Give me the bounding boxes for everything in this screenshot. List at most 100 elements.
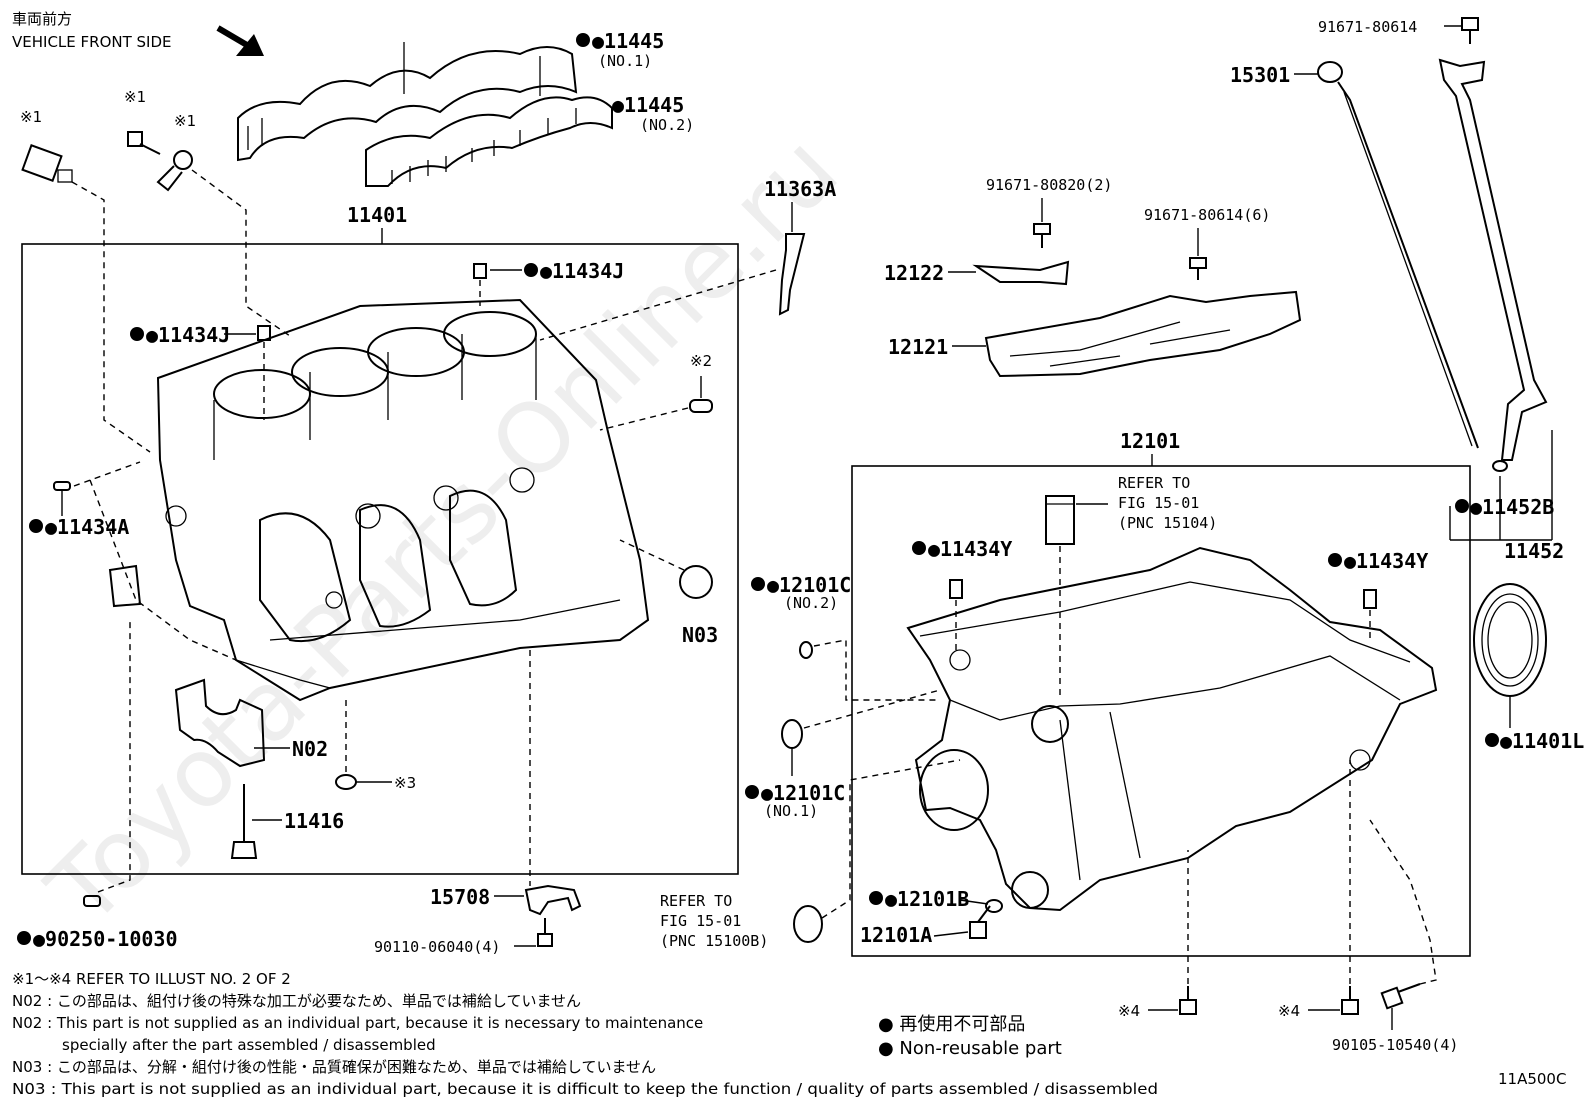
legend-jp: ● 再使用不可部品 bbox=[878, 1014, 1025, 1035]
dipstick-guide-11452-drawing bbox=[1438, 58, 1548, 472]
washer-12101b-icon bbox=[985, 899, 1003, 913]
front-label-en: VEHICLE FRONT SIDE bbox=[12, 33, 172, 51]
insulator-12121-drawing bbox=[984, 290, 1302, 378]
bullet-icon bbox=[29, 519, 43, 533]
label-11434y-right[interactable]: ●11434Y bbox=[1344, 549, 1428, 573]
note-line-4: specially after the part assembled / dis… bbox=[62, 1036, 436, 1054]
expansion-plug-n03-icon bbox=[679, 565, 713, 599]
label-12122[interactable]: 12122 bbox=[884, 261, 944, 285]
label-15301[interactable]: 15301 bbox=[1230, 63, 1290, 87]
mark-4-b: ※4 bbox=[1278, 1002, 1300, 1020]
watermark: Toyota-Parts-Online.ru bbox=[26, 114, 859, 947]
insulator-no2-drawing bbox=[365, 96, 613, 187]
note-line-6: N03 : This part is not supplied as an in… bbox=[12, 1080, 1158, 1098]
label-90105-10540[interactable]: 90105-10540(4) bbox=[1332, 1036, 1458, 1054]
dowel-pin-icon bbox=[689, 399, 713, 413]
label-91671-80820[interactable]: 91671-80820(2) bbox=[986, 176, 1112, 194]
bullet-icon bbox=[751, 577, 765, 591]
pin-11434y-left-icon bbox=[949, 579, 963, 599]
label-12101a[interactable]: 12101A bbox=[860, 923, 932, 947]
label-11401[interactable]: 11401 bbox=[347, 203, 407, 227]
bolt-90110-icon bbox=[537, 918, 553, 947]
label-12101c-no1[interactable]: ●12101C bbox=[761, 781, 845, 805]
refer-15104-line2: FIG 15-01 bbox=[1118, 494, 1199, 512]
label-11434j-upper[interactable]: ●11434J bbox=[540, 259, 624, 283]
knock-sensor-icon bbox=[21, 144, 73, 183]
drain-plug-12101a-icon bbox=[969, 905, 991, 939]
note-line-2: N02 : この部品は、組付け後の特殊な加工が必要なため、単品では補給していませ… bbox=[12, 992, 581, 1010]
mark-3: ※3 bbox=[394, 774, 416, 792]
dipstick-15301-drawing bbox=[1317, 61, 1479, 449]
bolt-91671-80614-icon bbox=[1461, 17, 1479, 44]
pin-90250-icon bbox=[83, 895, 101, 907]
pin-11434a-icon bbox=[53, 481, 71, 491]
label-90110-06040[interactable]: 90110-06040(4) bbox=[374, 938, 500, 956]
label-11401l[interactable]: ●11401L bbox=[1500, 729, 1584, 753]
mark-1-a: ※1 bbox=[20, 108, 42, 126]
bullet-icon bbox=[524, 263, 538, 277]
bullet-icon bbox=[745, 785, 759, 799]
oil-pressure-switch-icon bbox=[156, 150, 193, 192]
label-91671-80614-6[interactable]: 91671-80614(6) bbox=[1144, 206, 1270, 224]
bracket-11363a-drawing bbox=[778, 233, 806, 316]
cylinder-block-drawing bbox=[108, 298, 650, 702]
oil-pan-group-frame bbox=[851, 465, 1471, 957]
label-12101c-no1-sub: (NO.1) bbox=[764, 802, 818, 820]
bolt-91671-80820-icon bbox=[1033, 223, 1051, 248]
insulator-12122-drawing bbox=[972, 260, 1070, 286]
bullet-icon bbox=[1328, 553, 1342, 567]
label-15708[interactable]: 15708 bbox=[430, 885, 490, 909]
label-11452[interactable]: 11452 bbox=[1504, 539, 1564, 563]
bolt-90105-icon bbox=[1380, 983, 1421, 1010]
label-11445-no1-sub: (NO.1) bbox=[598, 52, 652, 70]
cylinder-block-group-frame bbox=[21, 243, 739, 875]
mark-1-b: ※1 bbox=[124, 88, 146, 106]
label-12101b[interactable]: ●12101B bbox=[885, 887, 969, 911]
label-12101c-no2[interactable]: ●12101C bbox=[767, 573, 851, 597]
bullet-icon bbox=[912, 541, 926, 555]
label-90250-10030[interactable]: ●90250-10030 bbox=[33, 927, 178, 951]
bullet-icon bbox=[576, 33, 590, 47]
mark-4-a: ※4 bbox=[1118, 1002, 1140, 1020]
label-11416[interactable]: 11416 bbox=[284, 809, 344, 833]
pin-11434y-right-icon bbox=[1363, 589, 1377, 609]
legend-en: ● Non-reusable part bbox=[878, 1038, 1062, 1059]
diagram-code: 11A500C bbox=[1498, 1070, 1566, 1088]
label-11434a[interactable]: ●11434A bbox=[45, 515, 129, 539]
label-12101[interactable]: 12101 bbox=[1120, 429, 1180, 453]
note-line-3: N02 : This part is not supplied as an in… bbox=[12, 1014, 703, 1032]
label-11434y-left[interactable]: ●11434Y bbox=[928, 537, 1012, 561]
refer-15100b-line2: FIG 15-01 bbox=[660, 912, 741, 930]
bullet-icon bbox=[1455, 499, 1469, 513]
bolt-11416-drawing bbox=[230, 784, 258, 859]
bolt-mark4-a-icon bbox=[1179, 986, 1197, 1015]
label-n03[interactable]: N03 bbox=[682, 623, 718, 647]
label-11445-no1[interactable]: ●11445 bbox=[592, 29, 664, 53]
bullet-icon bbox=[130, 327, 144, 341]
front-arrow-icon bbox=[216, 25, 264, 56]
plug-11434j-left-icon bbox=[257, 325, 271, 341]
o-ring-no2-icon bbox=[799, 641, 813, 659]
label-11452b[interactable]: ●11452B bbox=[1470, 495, 1554, 519]
bullet-icon bbox=[17, 931, 31, 945]
note-line-5: N03 : この部品は、分解・組付け後の性能・品質確保が困難なため、単品では補給… bbox=[12, 1058, 656, 1076]
refer-15104-line3: (PNC 15104) bbox=[1118, 514, 1217, 532]
label-n02[interactable]: N02 bbox=[292, 737, 328, 761]
insulator-no1-drawing bbox=[237, 42, 578, 162]
plug-11434j-upper-icon bbox=[473, 263, 487, 279]
label-11434j-left[interactable]: ●11434J bbox=[146, 323, 230, 347]
label-12121[interactable]: 12121 bbox=[888, 335, 948, 359]
bullet-icon bbox=[869, 891, 883, 905]
label-12101c-no2-sub: (NO.2) bbox=[784, 594, 838, 612]
label-11445-no2[interactable]: ●11445 bbox=[612, 93, 684, 117]
front-label-jp: 車両前方 bbox=[12, 10, 72, 28]
o-ring-no1-icon bbox=[781, 719, 803, 749]
bearing-cap-n02-drawing bbox=[174, 678, 266, 768]
label-11445-no2-sub: (NO.2) bbox=[640, 116, 694, 134]
label-11363a[interactable]: 11363A bbox=[764, 177, 836, 201]
refer-15100b-line3: (PNC 15100B) bbox=[660, 932, 768, 950]
label-91671-80614[interactable]: 91671-80614 bbox=[1318, 18, 1417, 36]
refer-15104-line1: REFER TO bbox=[1118, 474, 1190, 492]
